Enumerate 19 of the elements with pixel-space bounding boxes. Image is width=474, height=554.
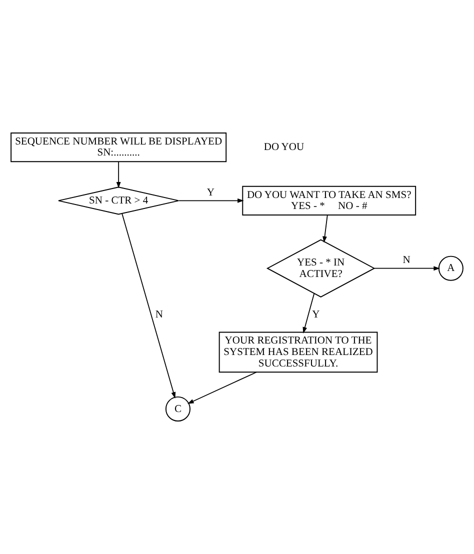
arrow [187, 372, 257, 404]
label: DO YOU [264, 142, 304, 154]
arrow [178, 198, 244, 203]
edge-label: N [402, 255, 410, 266]
arrow [302, 293, 315, 334]
edge-label: Y [312, 309, 320, 320]
node-box: SEQUENCE NUMBER WILL BE DISPLAYED SN:.......... [10, 132, 227, 162]
arrow [322, 214, 328, 243]
node-circle: A [438, 256, 464, 281]
node-box: DO YOU WANT TO TAKE AN SMS? YES - * NO - # [242, 186, 416, 216]
node-diamond: SN - CTR > 4 [58, 186, 180, 215]
edge-label: N [155, 309, 163, 320]
node-diamond: YES - * IN ACTIVE? [266, 239, 376, 298]
arrow [374, 266, 440, 271]
arrow [122, 213, 176, 398]
node-circle: C [165, 396, 190, 422]
edge-label: Y [206, 188, 214, 199]
arrow [116, 161, 121, 188]
node-box: YOUR REGISTRATION TO THE SYSTEM HAS BEEN REALIZED SUCCESSFULLY. [218, 332, 378, 373]
